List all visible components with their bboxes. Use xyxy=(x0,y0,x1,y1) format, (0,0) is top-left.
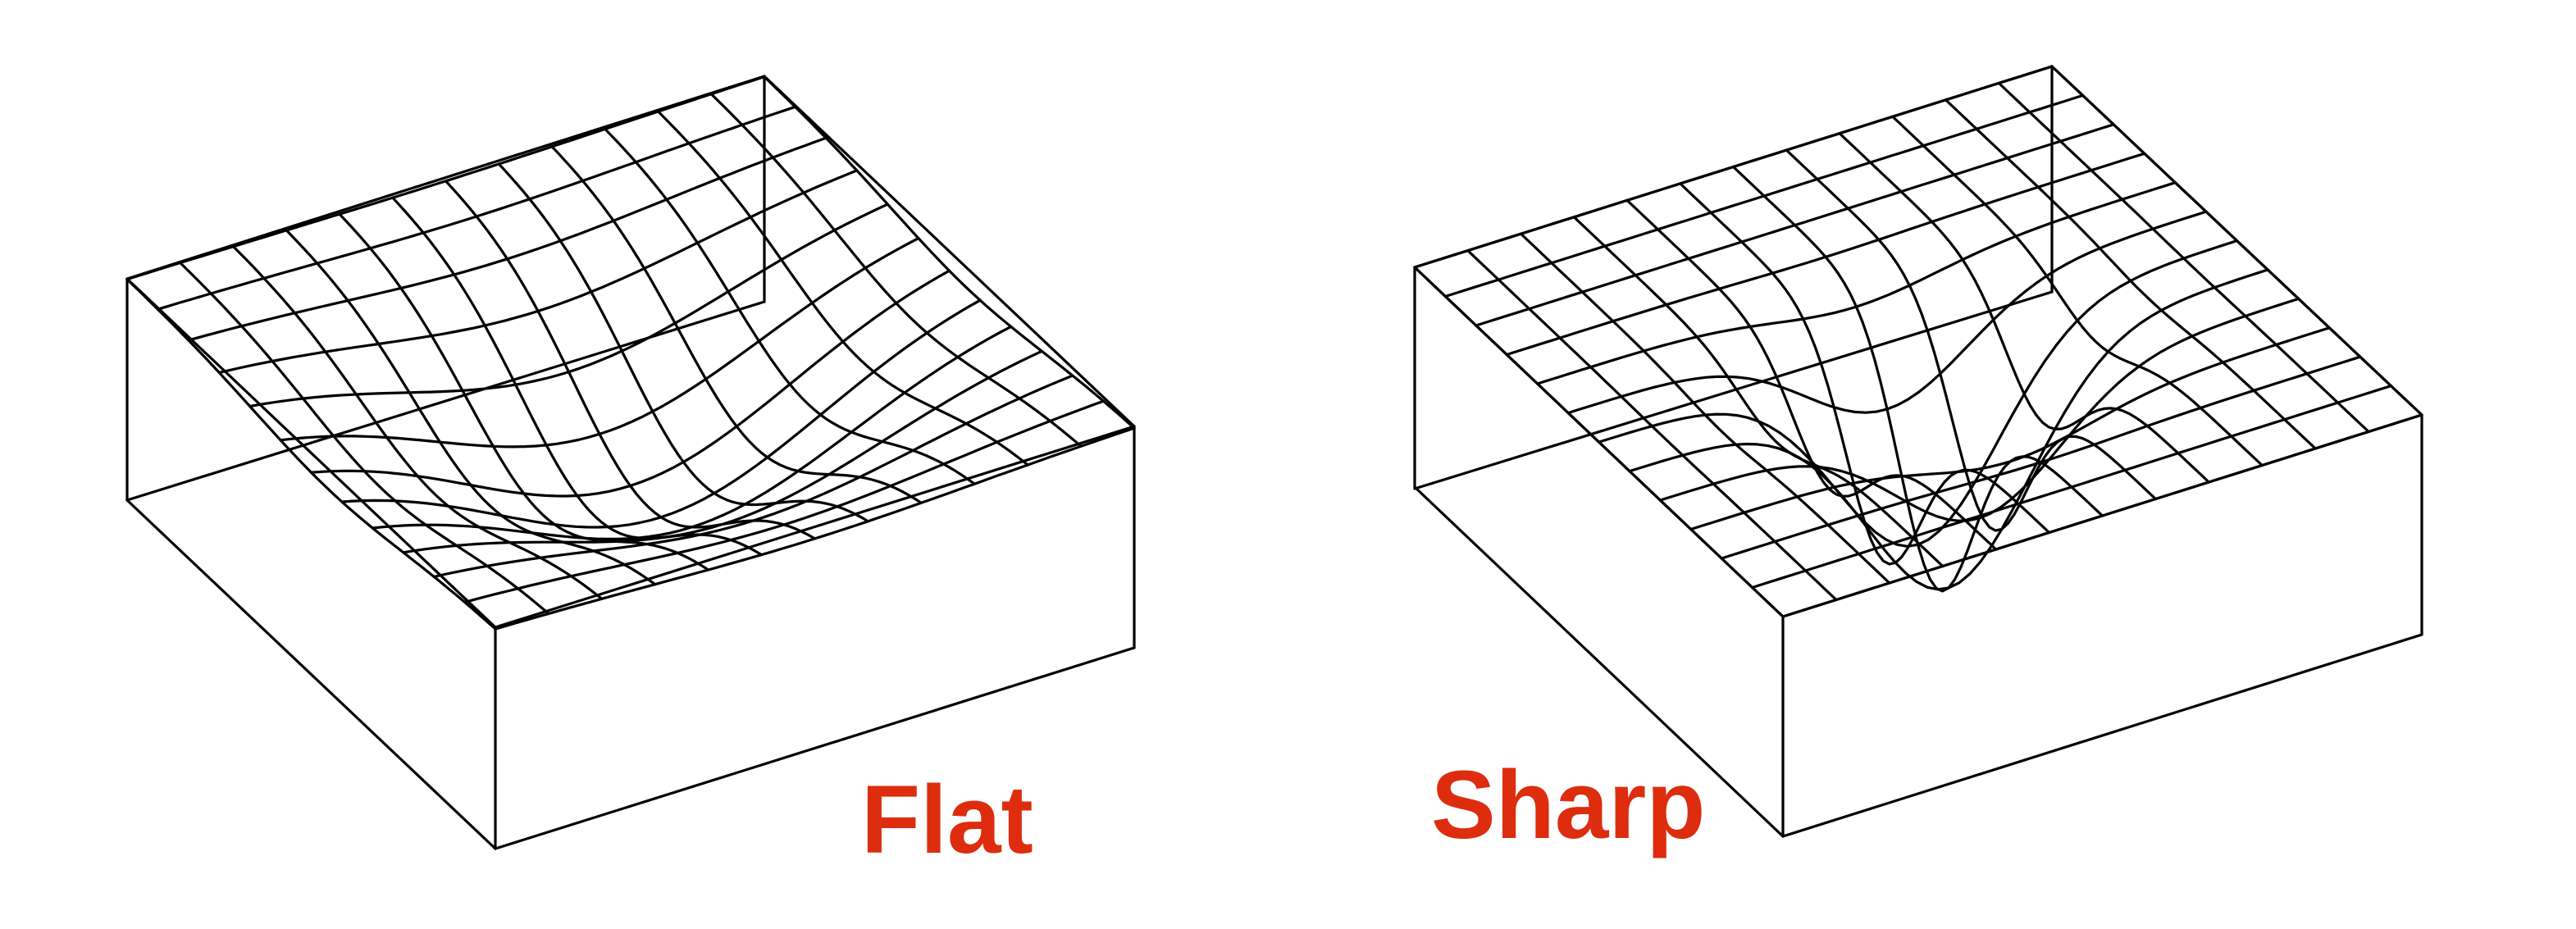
sharp-mesh-line-v-12 xyxy=(1781,413,2423,618)
sharp-bounding-box xyxy=(1413,65,2423,838)
sharp-mesh-line-u-11 xyxy=(1997,81,2370,434)
sharp-label: Sharp xyxy=(1431,751,1705,859)
flat-mesh-line-u-11 xyxy=(709,93,1083,448)
sharp-box-edge-back-base xyxy=(1413,290,2054,490)
flat-minimum-panel: Flat xyxy=(125,75,1136,874)
sharp-mesh-line-u-5 xyxy=(1679,182,2051,566)
flat-label: Flat xyxy=(861,766,1033,874)
flat-mesh-line-u-10 xyxy=(656,110,1029,467)
flat-mesh-line-u-5 xyxy=(391,196,764,557)
flat-mesh-line-v-11 xyxy=(463,399,1105,603)
flat-box-edge-7 xyxy=(125,499,497,850)
flat-surface-mesh xyxy=(125,75,1136,631)
flat-mesh-line-u-12 xyxy=(763,75,1136,430)
sharp-minimum-panel: Sharp xyxy=(1413,65,2423,859)
flat-box-edge-back-base xyxy=(125,300,766,502)
flat-mesh-line-u-9 xyxy=(604,127,976,485)
flat-box-edge-2 xyxy=(494,425,1136,629)
sharp-mesh-line-v-10 xyxy=(1720,355,2362,560)
sharp-mesh-line-v-3 xyxy=(1505,152,2146,357)
sharp-mesh-line-u-8 xyxy=(1838,132,2210,484)
sharp-mesh-line-u-10 xyxy=(1944,98,2317,450)
flat-mesh-line-v-1 xyxy=(156,105,797,311)
sharp-box-edge-8 xyxy=(1781,633,2423,838)
sharp-box-edge-7 xyxy=(1413,485,1785,838)
sharp-mesh-line-u-3 xyxy=(1572,216,1945,568)
flat-mesh-line-v-2 xyxy=(187,136,828,342)
sharp-mesh-line-v-5 xyxy=(1566,210,2208,415)
flat-mesh-line-u-1 xyxy=(179,261,550,615)
flat-box-edge-1 xyxy=(763,75,1136,428)
flat-bounding-box xyxy=(125,75,1136,850)
flat-mesh-line-u-2 xyxy=(231,245,604,600)
flat-mesh-line-v-9 xyxy=(402,349,1043,554)
sharp-mesh-line-v-7 xyxy=(1628,268,2269,591)
flat-mesh-line-v-4 xyxy=(248,203,889,408)
flat-mesh-line-v-12 xyxy=(494,426,1136,631)
flat-box-edge-0 xyxy=(125,75,766,280)
sharp-mesh-line-u-12 xyxy=(2050,65,2423,417)
flat-mesh-line-v-8 xyxy=(371,325,1013,540)
sharp-mesh-line-v-11 xyxy=(1751,385,2392,590)
sharp-surface-mesh xyxy=(1413,65,2423,618)
flat-box-edge-8 xyxy=(494,646,1136,850)
flat-mesh-line-v-10 xyxy=(432,374,1074,578)
flat-box-edge-3 xyxy=(125,277,497,629)
